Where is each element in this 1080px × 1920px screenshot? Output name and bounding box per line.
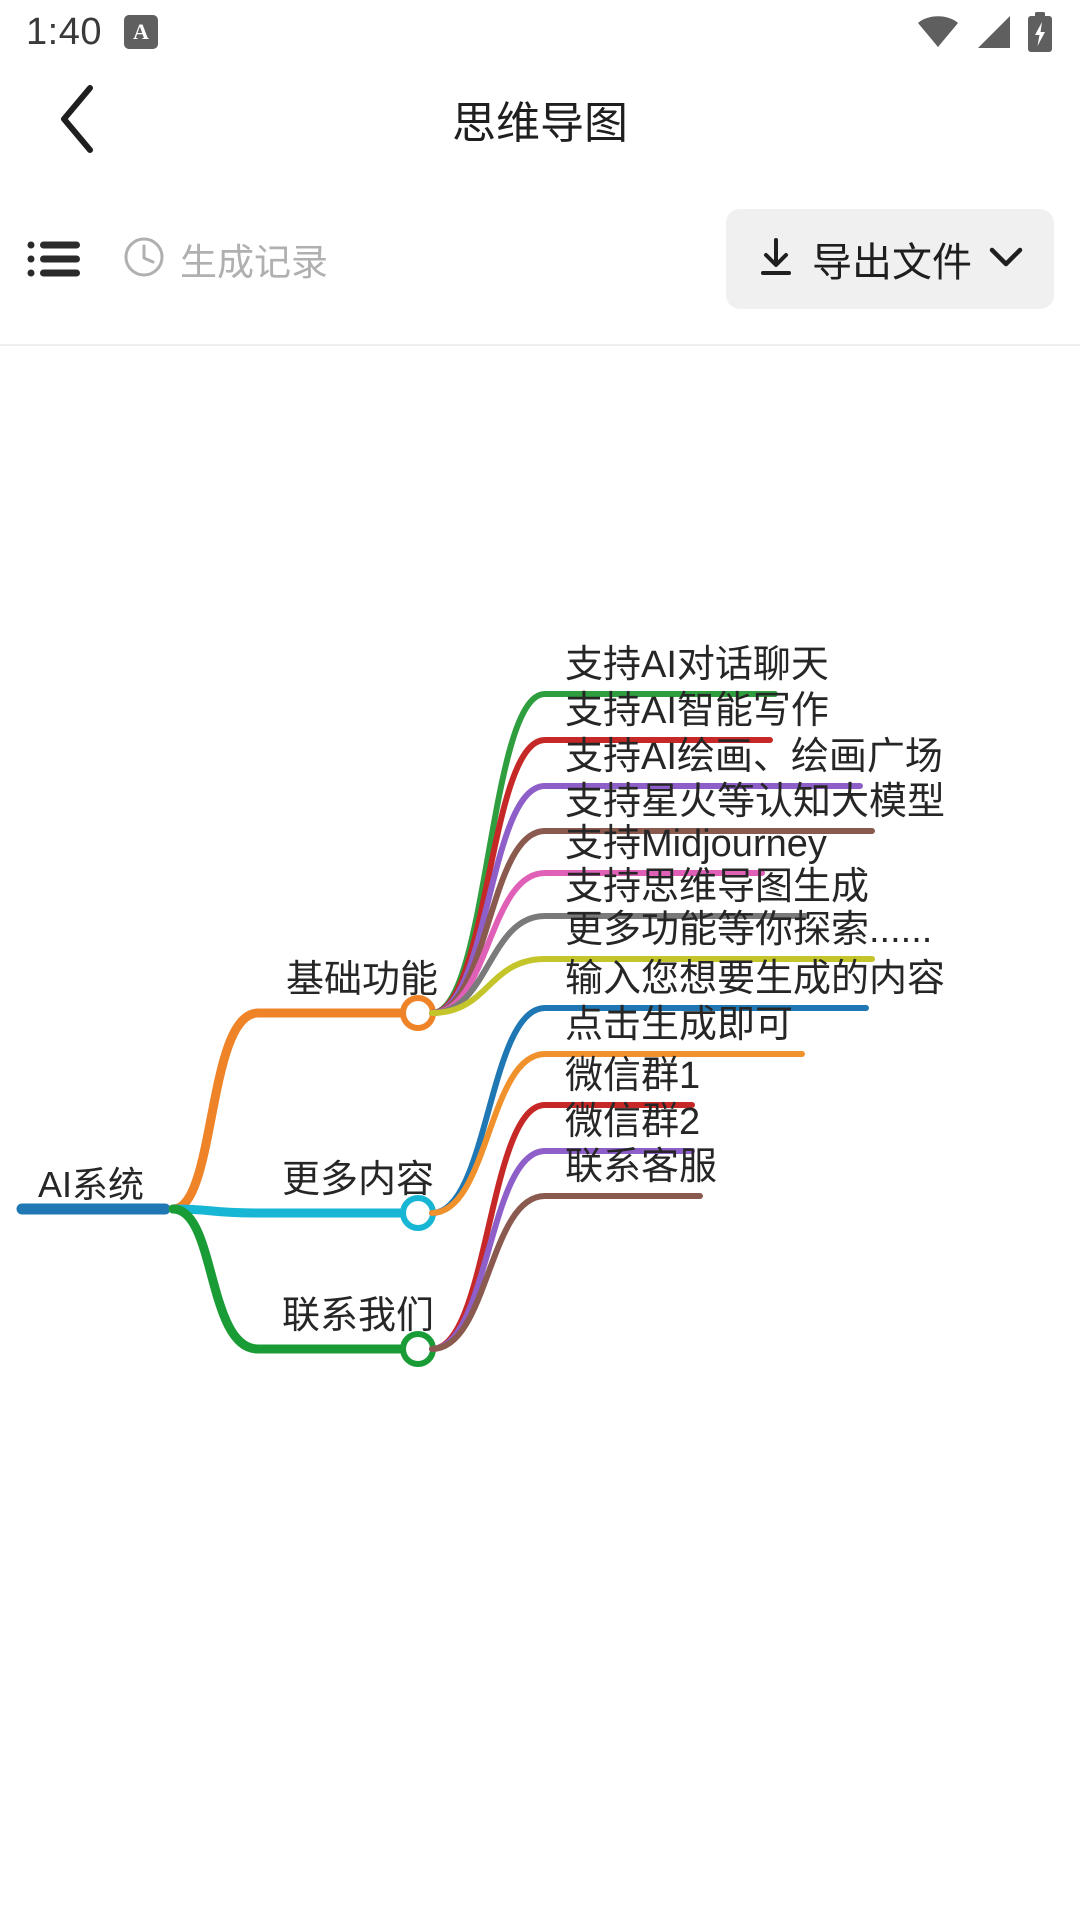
download-icon <box>756 235 796 284</box>
chevron-down-icon <box>988 245 1024 274</box>
mindmap-node-leaf-1-1[interactable]: 支持AI对话聊天 <box>565 644 829 686</box>
mindmap-node-leaf-1-5[interactable]: 支持Midjourney <box>565 823 827 865</box>
page-title: 思维导图 <box>452 99 628 148</box>
mindmap-node-branch-3[interactable]: 联系我们 <box>282 1295 435 1337</box>
battery-charging-icon <box>1026 12 1054 52</box>
mindmap-node-leaf-1-6[interactable]: 支持思维导图生成 <box>565 866 870 908</box>
mindmap-node-leaf-1-3[interactable]: 支持AI绘画、绘画广场 <box>565 736 943 778</box>
app-badge-icon: A <box>123 15 158 49</box>
leaf-connector-3-3 <box>429 1193 703 1352</box>
export-file-label: 导出文件 <box>812 241 972 285</box>
list-icon[interactable] <box>26 232 80 286</box>
mindmap-node-circle-2 <box>400 1195 436 1231</box>
mindmap-node-leaf-3-3[interactable]: 联系客服 <box>565 1146 718 1188</box>
mindmap-node-leaf-1-4[interactable]: 支持星火等认知大模型 <box>565 781 946 823</box>
chevron-left-icon <box>56 84 102 159</box>
branch-connector-1 <box>168 1008 411 1214</box>
mindmap-node-leaf-2-2[interactable]: 点击生成即可 <box>565 1004 794 1046</box>
signal-icon <box>974 14 1012 50</box>
mindmap-node-leaf-3-2[interactable]: 微信群2 <box>565 1101 701 1143</box>
toolbar: 生成记录 导出文件 <box>0 174 1080 346</box>
mindmap-node-branch-1[interactable]: 基础功能 <box>286 959 439 1001</box>
wifi-icon <box>916 14 960 50</box>
mindmap-node-leaf-3-1[interactable]: 微信群1 <box>565 1055 701 1097</box>
history-label: 生成记录 <box>180 242 328 283</box>
leaf-connector-2-2 <box>429 1051 805 1216</box>
mindmap-node-leaf-1-7[interactable]: 更多功能等你探索...... <box>565 909 933 951</box>
status-time: 1:40 <box>26 10 102 53</box>
mindmap-node-circle-3 <box>400 1331 436 1367</box>
clock-icon <box>122 235 166 284</box>
back-button[interactable] <box>36 78 122 164</box>
status-indicators <box>916 12 1054 52</box>
mindmap-canvas[interactable]: AI系统 基础功能 支持AI对话聊天支持AI智能写作支持AI绘画、绘画广场支持星火等… <box>0 348 1080 1920</box>
export-file-button[interactable]: 导出文件 <box>726 209 1054 309</box>
mindmap-graph[interactable] <box>0 348 1080 1920</box>
mindmap-node-root[interactable]: AI系统 <box>38 1164 145 1205</box>
status-bar: 1:40 A <box>0 0 1080 64</box>
mindmap-node-circle-1 <box>400 995 436 1031</box>
branch-connector-3 <box>168 1204 411 1354</box>
leaf-connector-1-7 <box>429 956 875 1016</box>
mindmap-node-branch-2[interactable]: 更多内容 <box>282 1159 435 1201</box>
title-bar: 思维导图 <box>0 64 1080 174</box>
history-button[interactable]: 生成记录 <box>122 232 328 286</box>
branch-connector-2 <box>168 1204 411 1218</box>
mindmap-node-leaf-2-1[interactable]: 输入您想要生成的内容 <box>565 958 946 1000</box>
mindmap-node-leaf-1-2[interactable]: 支持AI智能写作 <box>565 690 829 732</box>
